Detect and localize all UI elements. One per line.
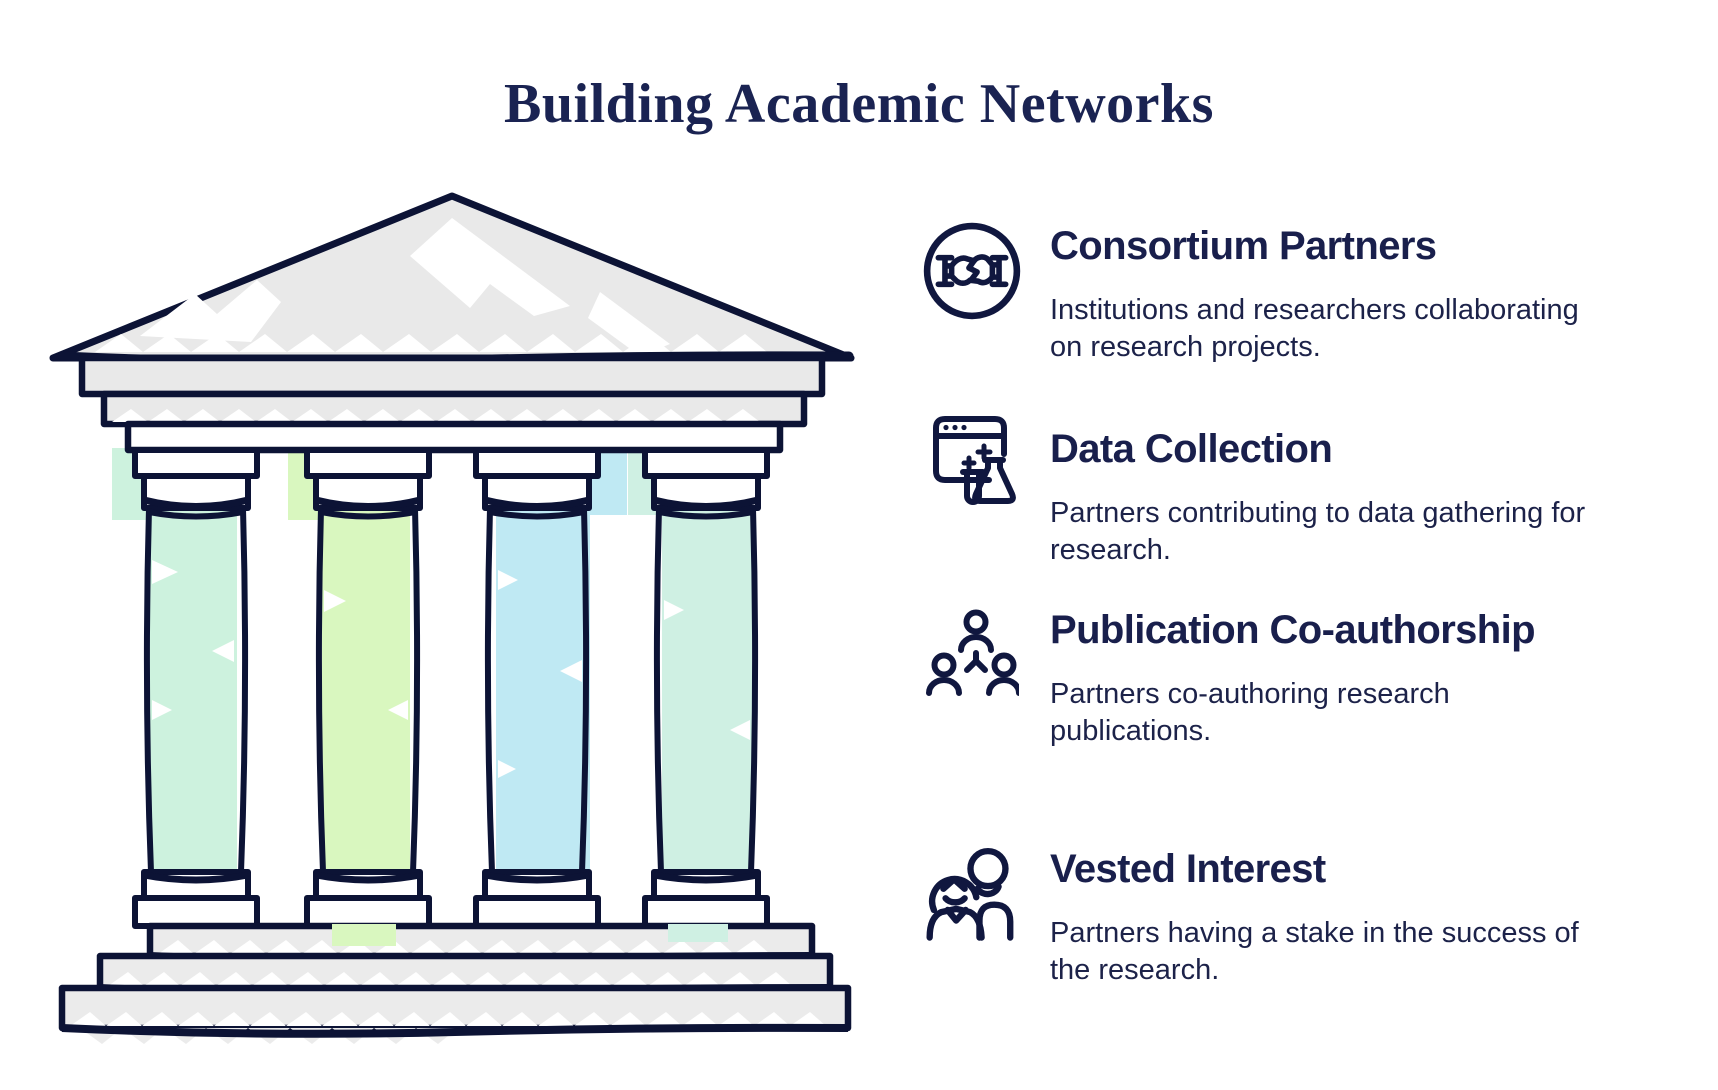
pillar-shafts (143, 507, 759, 873)
steps (58, 922, 852, 1044)
item-publication-coauthorship: Publication Co-authorship Partners co-au… (918, 604, 1598, 750)
data-collection-icon (925, 408, 1025, 512)
item-heading: Vested Interest (1050, 847, 1326, 891)
pillar-color-spill (332, 924, 728, 946)
item-description: Partners contributing to data gathering … (1050, 497, 1586, 566)
item-heading: Data Collection (1050, 427, 1333, 471)
item-heading: Publication Co-authorship (1050, 608, 1536, 652)
item-description: Partners having a stake in the success o… (1050, 917, 1579, 986)
shaft-highlights (152, 560, 750, 778)
coauthorship-icon (919, 600, 1019, 704)
pillar-color-layer (112, 448, 752, 940)
handshake-icon (921, 220, 1023, 322)
item-consortium-partners: Consortium Partners Institutions and res… (918, 220, 1598, 366)
page-title: Building Academic Networks (504, 72, 1214, 135)
capitals (132, 447, 770, 511)
item-description: Partners co-authoring research publicati… (1050, 678, 1450, 747)
item-description: Institutions and researchers collaborati… (1050, 294, 1579, 363)
pediment (49, 192, 855, 367)
vested-interest-icon (918, 840, 1024, 946)
item-data-collection: Data Collection Partners contributing to… (918, 416, 1598, 569)
item-vested-interest: Vested Interest Partners having a stake … (918, 843, 1598, 989)
item-heading: Consortium Partners (1050, 224, 1437, 268)
entablature (78, 354, 826, 454)
pillar-bases (132, 869, 770, 929)
